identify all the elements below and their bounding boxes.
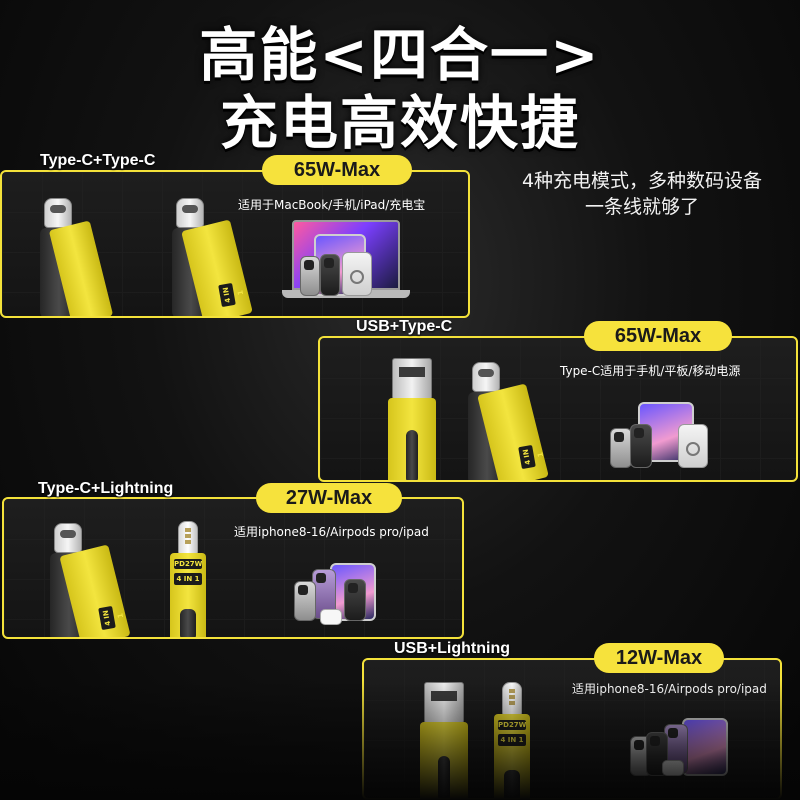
phone-icon — [344, 579, 366, 621]
power-badge: 12W-Max — [594, 643, 724, 673]
mode-label: USB+Lightning — [394, 640, 510, 657]
phone-icon — [320, 254, 340, 296]
phone-icon — [630, 424, 652, 468]
power-badge: 27W-Max — [256, 483, 402, 513]
phone-icon — [300, 256, 320, 296]
mode-label: USB+Type-C — [356, 318, 453, 335]
tagline-line-2: 一条线就够了 — [584, 196, 699, 218]
power-bank-icon — [678, 424, 708, 468]
power-badge: 65W-Max — [584, 321, 732, 351]
tagline-line-1: 4种充电模式，多种数码设备 — [521, 170, 763, 192]
compat-text: 适用于MacBook/手机/iPad/充电宝 — [238, 198, 426, 212]
airpods-icon — [662, 760, 684, 776]
mode-panel-typec-lightning: 4 IN 1 PD27W 4 IN 1 适用iphone8-16/Airpods… — [2, 497, 464, 639]
mode-label: Type-C+Type-C — [40, 152, 156, 169]
compat-text: Type-C适用于手机/平板/移动电源 — [560, 364, 741, 378]
headline-line-2: 充电高效快捷 — [219, 89, 580, 157]
mode-panel-typec-typec: 4 IN 1 适用于MacBook/手机/iPad/充电宝 — [0, 170, 470, 318]
compat-text: 适用iphone8-16/Airpods pro/ipad — [572, 682, 767, 696]
phone-icon — [610, 428, 632, 468]
connector-mark-pd: PD27W — [174, 559, 203, 569]
airpods-icon — [320, 609, 342, 625]
connector-mark-4in1: 4 IN 1 — [174, 573, 202, 585]
mode-panel-usb-typec: 4 IN 1 Type-C适用于手机/平板/移动电源 — [318, 336, 798, 482]
power-bank-icon — [342, 252, 372, 296]
headline-line-1: 高能<四合一> — [199, 21, 601, 89]
mode-panel-usb-lightning: PD27W 4 IN 1 适用iphone8-16/Airpods pro/ip… — [362, 658, 782, 800]
tagline: 4种充电模式，多种数码设备 一条线就够了 — [492, 168, 792, 220]
mode-label: Type-C+Lightning — [38, 480, 174, 497]
connector-mark-pd: PD27W — [498, 720, 527, 730]
tablet-icon — [682, 718, 728, 776]
compat-text: 适用iphone8-16/Airpods pro/ipad — [234, 525, 429, 539]
phone-icon — [294, 581, 316, 621]
power-badge: 65W-Max — [262, 155, 412, 185]
connector-mark-4in1: 4 IN 1 — [498, 734, 526, 746]
